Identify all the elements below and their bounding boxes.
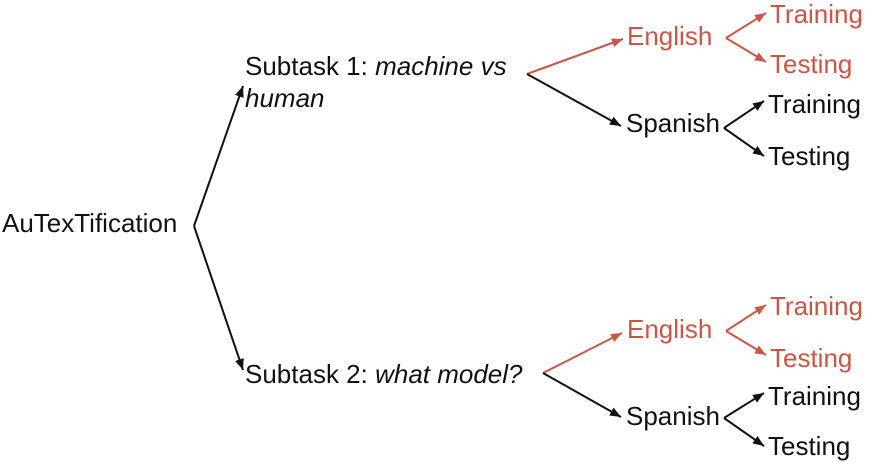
subtask1-spanish-node-label: Spanish [626,108,720,138]
edge-english1-to-testing [725,37,767,63]
subtask1-spanish-testing-leaf-label: Testing [768,141,851,171]
subtask2-english-testing-leaf-label: Testing [770,343,853,373]
subtask2-spanish-node-label: Spanish [626,401,720,431]
subtask1-english-node-label: English [627,21,713,51]
subtask2-spanish-testing-leaf-label: Testing [768,431,851,461]
edge-subtask2-to-english [542,332,623,374]
subtask1-english-training-leaf-label: Training [770,0,863,29]
subtask2-english-node-label: English [627,314,713,344]
subtask2-spanish-training-leaf-label: Training [768,381,861,411]
edge-english2-to-testing [725,330,767,356]
subtask1-english-testing-leaf-label: Testing [770,49,853,79]
root-node-label: AuTexTification [2,208,178,238]
edge-english1-to-training [725,12,767,39]
subtask1-node-label: Subtask 1: machine vs human [245,50,525,114]
edge-spanish2-to-training [723,392,765,419]
edge-root-to-subtask1 [193,85,244,227]
edge-spanish1-to-training [723,100,765,129]
edge-spanish2-to-testing [723,417,765,447]
edge-subtask1-to-spanish [526,73,622,127]
subtask2-node-label: Subtask 2: what model? [245,358,523,390]
edge-subtask2-to-spanish [542,372,622,418]
subtask1-topic-text: machine vs human [245,51,507,113]
subtask1-spanish-training-leaf-label: Training [768,89,861,119]
edge-spanish1-to-testing [723,127,765,157]
edge-root-to-subtask2 [193,225,244,371]
subtask2-english-training-leaf-label: Training [770,291,863,321]
subtask2-prefix-text: Subtask 2: [245,359,376,389]
edge-english2-to-training [725,304,767,332]
edge-subtask1-to-english [526,38,624,75]
subtask1-prefix-text: Subtask 1: [245,51,376,81]
subtask2-topic-text: what model? [375,359,523,389]
